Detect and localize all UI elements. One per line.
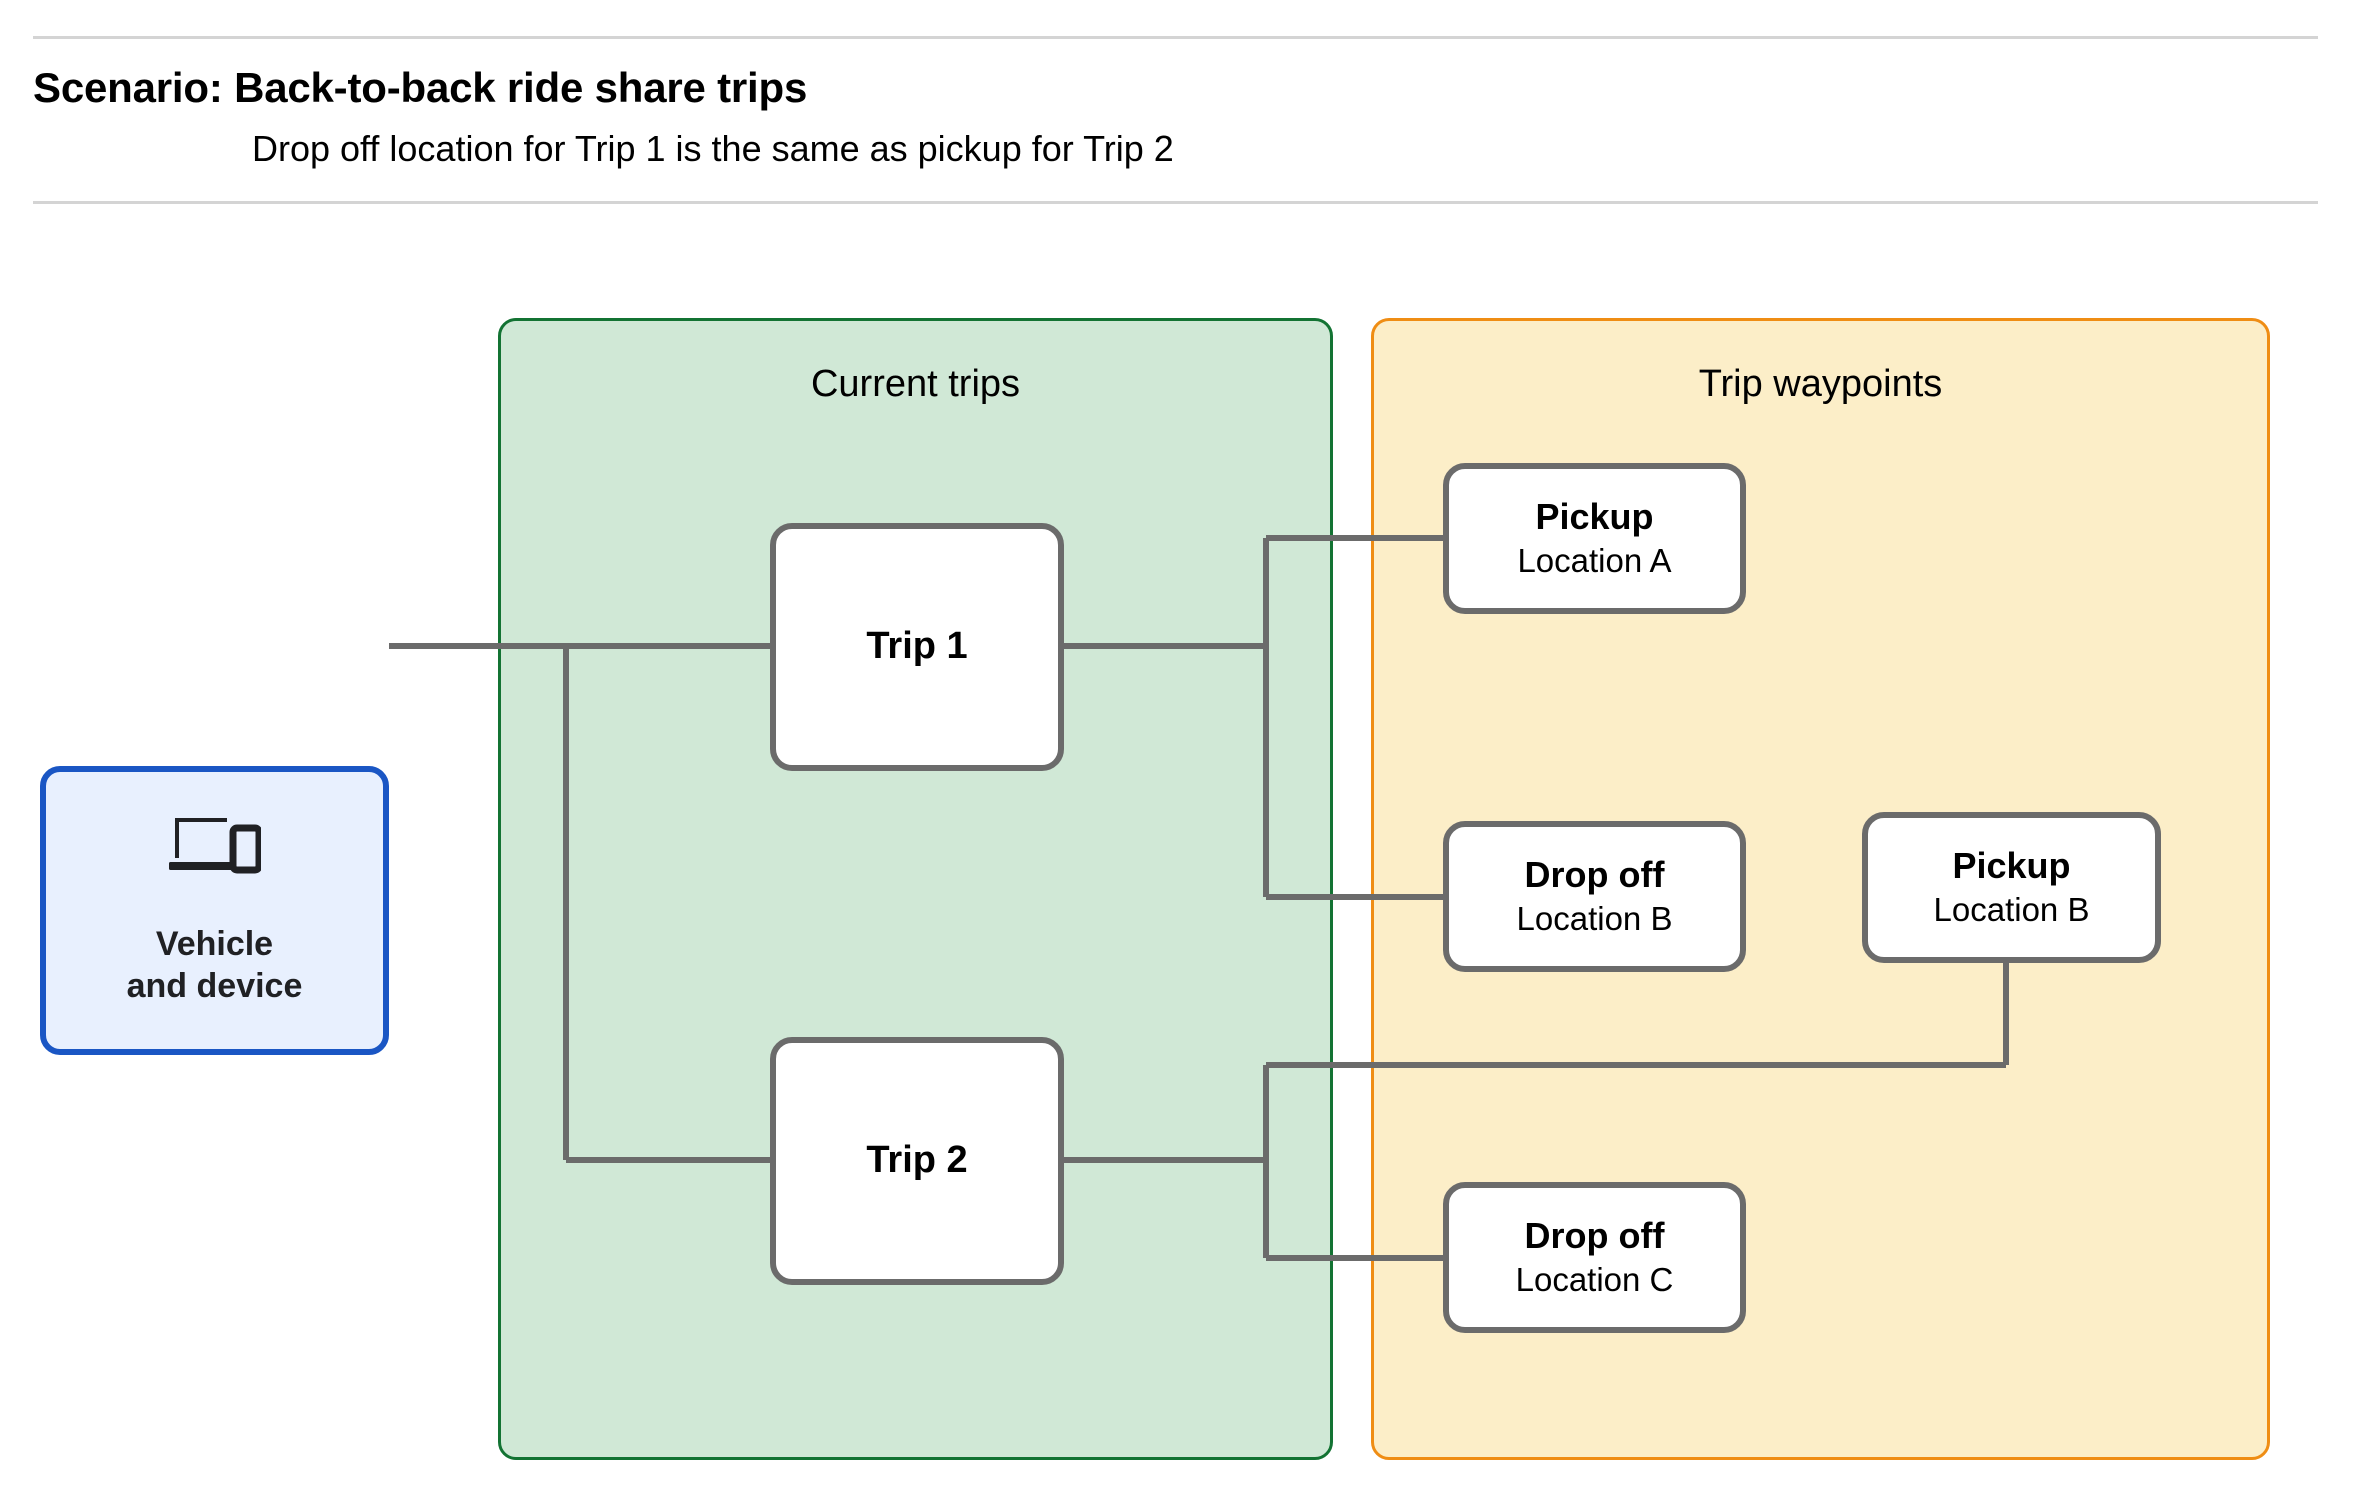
waypoint-pickup-a-node[interactable]: Pickup Location A [1443,463,1746,614]
waypoint-dropoff-c-title: Drop off [1524,1215,1665,1256]
waypoint-dropoff-b-node[interactable]: Drop off Location B [1443,821,1746,972]
waypoint-dropoff-c-location: Location C [1515,1261,1674,1299]
page-subtitle: Drop off location for Trip 1 is the same… [252,128,1174,169]
waypoint-dropoff-c-node[interactable]: Drop off Location C [1443,1182,1746,1333]
header-divider-top [33,36,2318,39]
waypoint-pickup-a-title: Pickup [1535,496,1654,537]
trip-2-label: Trip 2 [866,1139,968,1182]
waypoint-pickup-b-title: Pickup [1952,845,2071,886]
vehicle-and-device-node[interactable]: Vehicle and device [40,766,389,1055]
trip-1-label: Trip 1 [866,625,968,668]
panel-current-trips: Current trips [498,318,1333,1460]
waypoint-dropoff-b-location: Location B [1516,900,1673,938]
trip-2-node[interactable]: Trip 2 [770,1037,1064,1285]
waypoint-pickup-a-location: Location A [1517,542,1672,580]
vehicle-and-device-label: Vehicle and device [126,924,303,1006]
waypoint-pickup-b-node[interactable]: Pickup Location B [1862,812,2161,963]
panel-trip-waypoints-title: Trip waypoints [1698,363,1943,405]
devices-laptop-phone-icon [168,814,262,889]
page-title: Scenario: Back-to-back ride share trips [33,64,808,111]
waypoint-pickup-b-location: Location B [1933,891,2090,929]
header-divider-bottom [33,201,2318,204]
waypoint-dropoff-b-title: Drop off [1524,854,1665,895]
panel-current-trips-title: Current trips [810,363,1021,405]
trip-1-node[interactable]: Trip 1 [770,523,1064,771]
